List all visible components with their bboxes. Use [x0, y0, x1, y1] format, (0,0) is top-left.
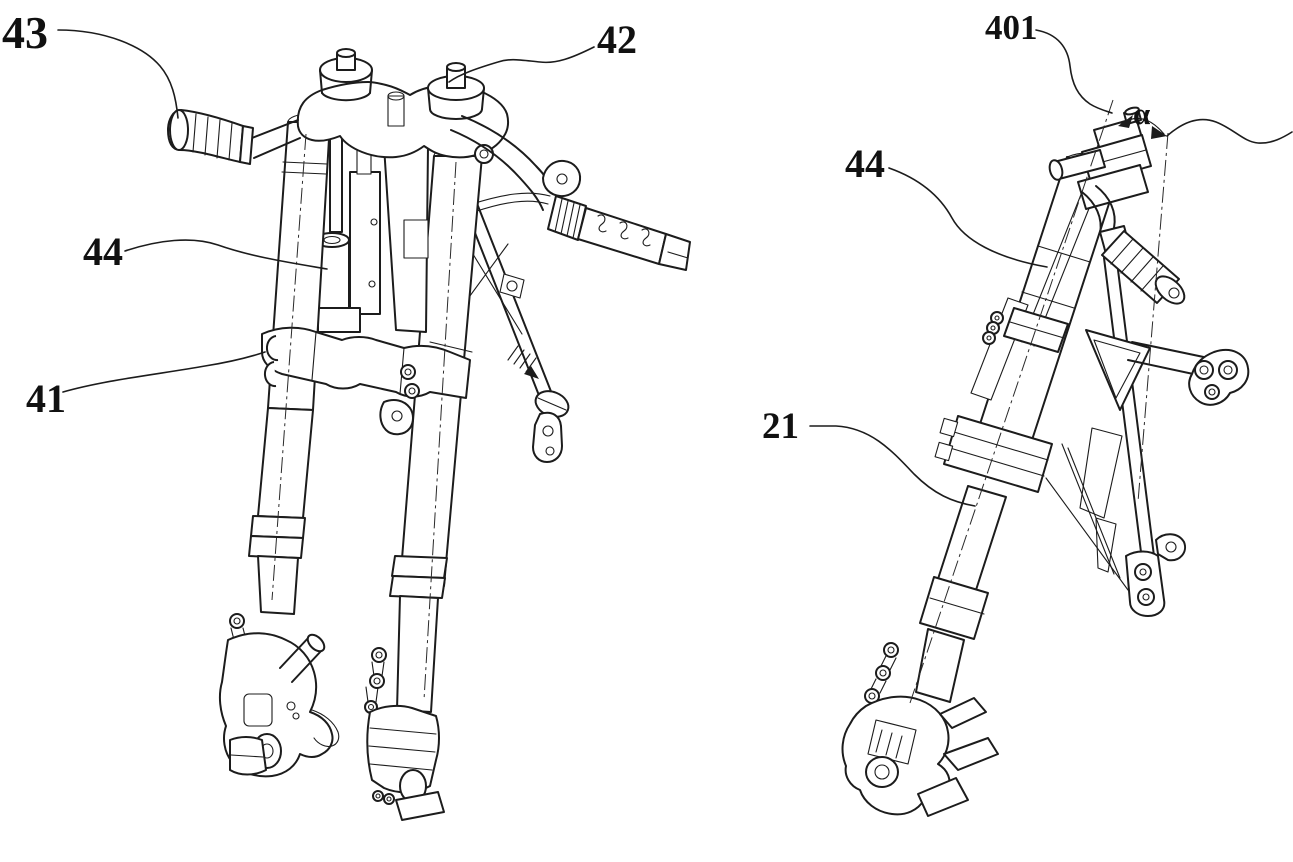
side-axle-bracket: [841, 642, 999, 817]
label-44-left: 44: [83, 229, 123, 274]
angle-arrow-right: [1151, 126, 1167, 139]
lower-triple-clamp: [261, 326, 471, 399]
hatch-marks: [507, 345, 539, 379]
side-view-assembly: [841, 99, 1250, 817]
side-lower-clamp: [934, 415, 1053, 493]
angle-arrow-left: [1118, 115, 1133, 128]
upper-triple-clamp: [296, 48, 509, 164]
center-internals: [314, 119, 429, 333]
gusset-and-arm: [1085, 329, 1250, 411]
front-view-assembly: [167, 48, 691, 821]
leader-lines: [57, 29, 1293, 507]
left-axle-bracket: [218, 613, 340, 778]
left-fork-cap: [319, 48, 373, 102]
leader-44-left: [124, 239, 328, 270]
reference-labels: 43 42 44 41 401 44 21 α: [2, 7, 1150, 447]
leader-right-edge: [1166, 118, 1293, 144]
label-alpha: α: [1133, 96, 1150, 131]
fork-axis-centerline: [909, 99, 1114, 704]
label-21: 21: [762, 406, 799, 447]
leader-44-right: [888, 167, 1048, 268]
left-handlebar-grip: [167, 109, 301, 165]
right-handlebar-grip: [450, 115, 691, 271]
caliper-mount-cylinder: [279, 633, 326, 683]
side-slider: [915, 485, 1007, 703]
label-44-right: 44: [845, 141, 885, 186]
right-axle-bracket: [364, 647, 445, 821]
label-42: 42: [597, 17, 637, 62]
right-leg-centerline: [423, 161, 457, 701]
side-top-cluster: [1048, 106, 1152, 210]
rear-strut: [1045, 253, 1186, 617]
mid-collar: [982, 307, 1069, 353]
right-lower-leg: [364, 399, 448, 821]
left-lower-leg: [218, 407, 340, 778]
side-handlebar-grip: [1081, 185, 1186, 305]
leader-43: [57, 29, 179, 119]
leader-21: [809, 425, 976, 507]
left-leg-centerline: [271, 133, 307, 601]
vertical-reference-line: [1137, 132, 1169, 503]
label-41: 41: [26, 376, 66, 421]
label-43: 43: [2, 7, 48, 58]
leader-42: [448, 46, 595, 83]
leader-41: [62, 351, 266, 393]
label-401: 401: [985, 8, 1038, 47]
angle-dimension: [909, 99, 1169, 704]
leader-401: [1035, 29, 1113, 114]
